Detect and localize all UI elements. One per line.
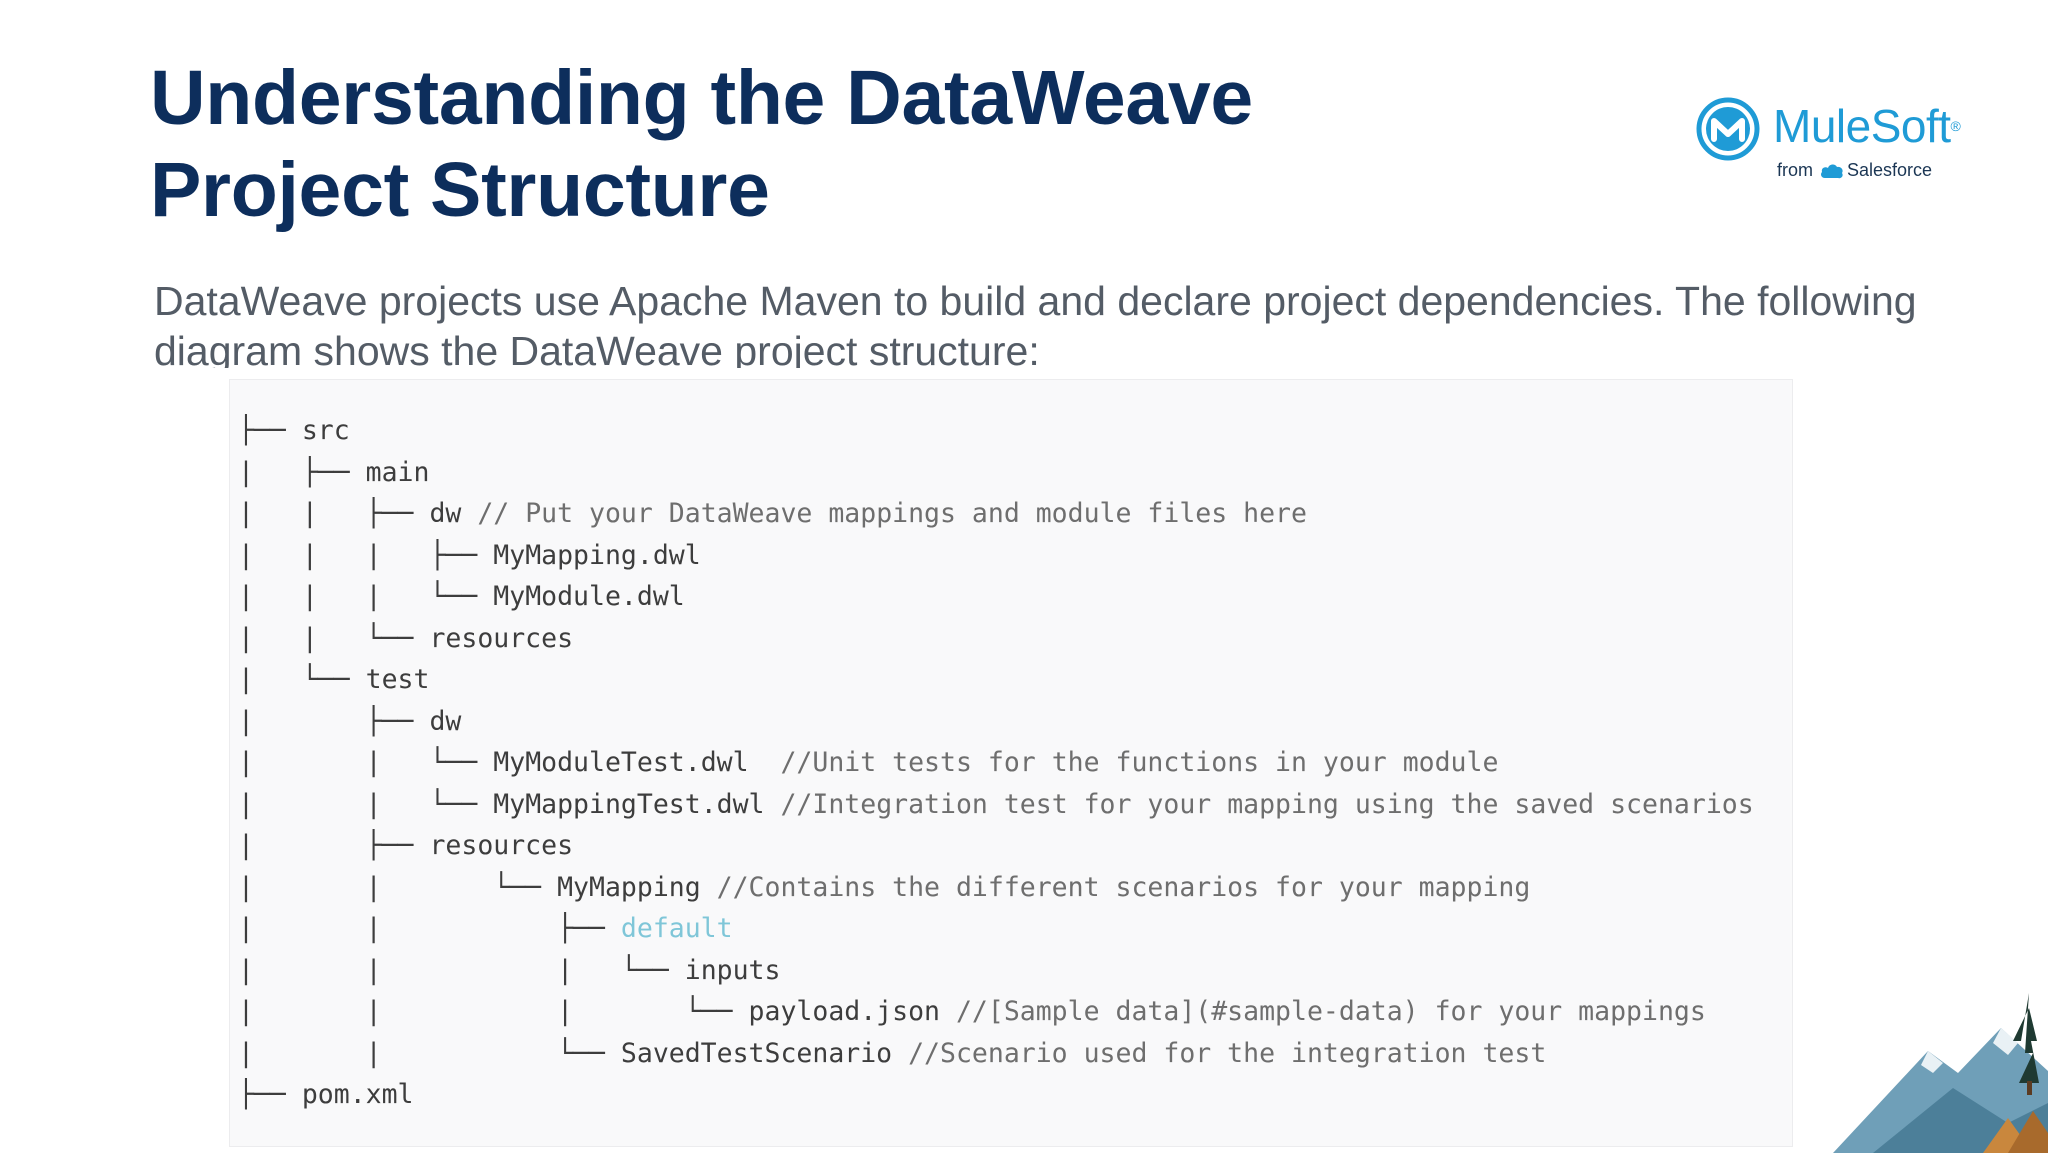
- tree-entry-name: src: [302, 415, 350, 446]
- tree-line: | ├── resources: [238, 825, 1754, 867]
- tree-line: | | └── MyMappingTest.dwl //Integration …: [238, 784, 1754, 826]
- tree-entry-name: inputs: [685, 955, 781, 986]
- tree-line: | | ├── dw // Put your DataWeave mapping…: [238, 493, 1754, 535]
- tree-line: | | └── MyMapping //Contains the differe…: [238, 867, 1754, 909]
- tree-line: ├── pom.xml: [238, 1074, 1754, 1116]
- tree-line: | | └── SavedTestScenario //Scenario use…: [238, 1033, 1754, 1075]
- tree-entry-comment: //Contains the different scenarios for y…: [701, 872, 1531, 903]
- tree-entry-name: resources: [429, 623, 573, 654]
- tree-entry-name: MyMapping: [557, 872, 701, 903]
- tree-line: | | | └── MyModule.dwl: [238, 576, 1754, 618]
- logo-from-label: from: [1777, 160, 1813, 181]
- slide-title-line-2: Project Structure: [150, 144, 1253, 236]
- logo-wordmark: MuleSoft®: [1773, 98, 1960, 154]
- tree-branch: ├──: [238, 415, 302, 446]
- tree-entry-name: MyModuleTest.dwl: [493, 747, 748, 778]
- tree-entry-name: SavedTestScenario: [621, 1038, 892, 1069]
- tree-branch: | | └──: [238, 789, 493, 820]
- tree-entry-name: dw: [429, 498, 461, 529]
- tree-entry-comment: //Integration test for your mapping usin…: [765, 789, 1754, 820]
- directory-tree: ├── src| ├── main| | ├── dw // Put your …: [238, 410, 1754, 1116]
- tree-branch: | | └──: [238, 623, 429, 654]
- tree-branch: | | └──: [238, 1038, 621, 1069]
- tree-entry-name: resources: [429, 830, 573, 861]
- tree-branch: | | | ├──: [238, 540, 493, 571]
- tree-entry-name: payload.json: [749, 996, 940, 1027]
- tree-line: | | | └── payload.json //[Sample data](#…: [238, 991, 1754, 1033]
- tree-line: | └── test: [238, 659, 1754, 701]
- salesforce-cloud-icon: [1819, 162, 1845, 180]
- mountain-illustration: [1833, 993, 2048, 1153]
- tree-line: ├── src: [238, 410, 1754, 452]
- tree-line: | | └── resources: [238, 618, 1754, 660]
- slide-title: Understanding the DataWeave Project Stru…: [150, 52, 1253, 236]
- tree-entry-name: MyMapping.dwl: [493, 540, 700, 571]
- tree-branch: | | | └──: [238, 581, 493, 612]
- tree-line: | | ├── default: [238, 908, 1754, 950]
- tree-entry-name: MyModule.dwl: [493, 581, 684, 612]
- project-structure-code-block: ├── src| ├── main| | ├── dw // Put your …: [229, 379, 1793, 1147]
- tree-branch: | | └──: [238, 747, 493, 778]
- tree-entry-name: pom.xml: [302, 1079, 414, 1110]
- tree-entry-name: main: [366, 457, 430, 488]
- tree-branch: | | └──: [238, 872, 557, 903]
- mulesoft-icon: [1695, 96, 1761, 162]
- tree-branch: | ├──: [238, 706, 429, 737]
- tree-branch: | └──: [238, 664, 366, 695]
- logo-tagline: from Salesforce: [1777, 160, 1932, 181]
- intro-paragraph: DataWeave projects use Apache Maven to b…: [154, 276, 2004, 368]
- tree-entry-comment: //Scenario used for the integration test: [892, 1038, 1546, 1069]
- tree-branch: | ├──: [238, 457, 366, 488]
- tree-line: | ├── main: [238, 452, 1754, 494]
- tree-entry-comment: // Put your DataWeave mappings and modul…: [461, 498, 1307, 529]
- tree-entry-comment: //[Sample data](#sample-data) for your m…: [940, 996, 1706, 1027]
- tree-branch: | | ├──: [238, 498, 429, 529]
- tree-line: | | └── MyModuleTest.dwl //Unit tests fo…: [238, 742, 1754, 784]
- logo-company-label: Salesforce: [1847, 160, 1932, 181]
- mulesoft-logo: MuleSoft® from Salesforce: [1695, 94, 1955, 186]
- logo-reg-mark: ®: [1951, 118, 1961, 134]
- tree-entry-name: default: [621, 913, 733, 944]
- tree-line: | | | ├── MyMapping.dwl: [238, 535, 1754, 577]
- tree-branch: | | ├──: [238, 913, 621, 944]
- tree-entry-name: MyMappingTest.dwl: [493, 789, 764, 820]
- slide-title-line-1: Understanding the DataWeave: [150, 52, 1253, 144]
- tree-entry-name: test: [366, 664, 430, 695]
- tree-branch: | | | └──: [238, 955, 685, 986]
- tree-branch: ├──: [238, 1079, 302, 1110]
- tree-entry-comment: //Unit tests for the functions in your m…: [749, 747, 1499, 778]
- tree-branch: | ├──: [238, 830, 429, 861]
- tree-branch: | | | └──: [238, 996, 749, 1027]
- tree-line: | | | └── inputs: [238, 950, 1754, 992]
- tree-entry-name: dw: [429, 706, 461, 737]
- tree-line: | ├── dw: [238, 701, 1754, 743]
